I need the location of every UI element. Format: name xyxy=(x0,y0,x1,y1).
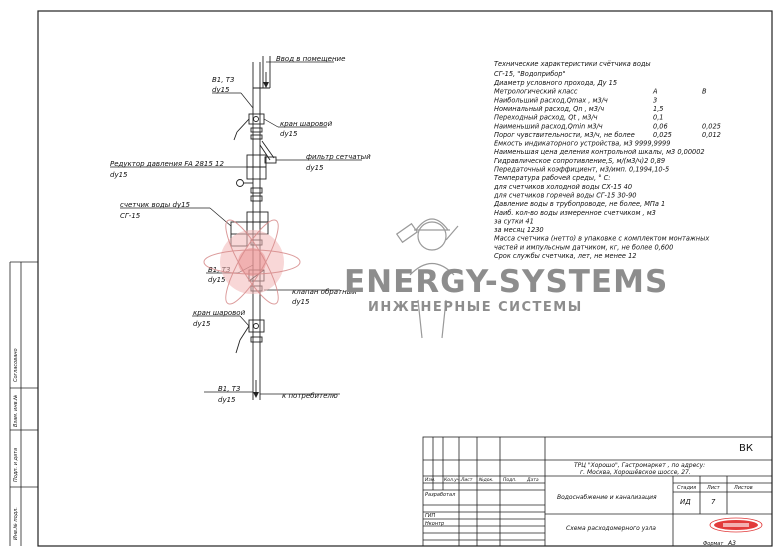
role-developer: Разработал xyxy=(425,492,456,498)
spec-line-b-6: 0,012 xyxy=(702,131,721,139)
spec-line-t-19: частей и импульсным датчиком, кг, не бол… xyxy=(494,243,673,251)
label-ball-valve-bot-1: кран шаровой xyxy=(193,309,246,317)
label-reducer-2: dy15 xyxy=(110,171,128,179)
spec-line-a-5: 0,06 xyxy=(653,122,668,130)
label-ball-valve-top-2: dy15 xyxy=(280,130,298,138)
label-ball-valve-bot-2: dy15 xyxy=(193,320,211,328)
spec-line-a-6: 0,025 xyxy=(653,131,672,139)
spec-line-t-13: для счетчиков горячей воды СГ-15 30-90 xyxy=(493,191,637,199)
specs-model: СГ-15, "Водоприбор" xyxy=(494,70,566,78)
spec-line-t-4: Переходный расход, Qt , м3/ч xyxy=(494,114,598,122)
section-title: Водоснабжение и канализация xyxy=(557,494,657,501)
label-pipe-bot-1: В1, Т3 xyxy=(218,385,240,393)
side-label-sign-date: Подп. и дата xyxy=(13,448,19,482)
spec-line-t-11: Температура рабочей среды, ° С: xyxy=(494,174,610,182)
spec-line-a-2: 3 xyxy=(653,96,657,104)
spec-line-t-3: Номинальный расход, Qn , м3/ч xyxy=(494,105,604,113)
spec-line-a-3: 1,5 xyxy=(653,105,664,113)
title-block-address-1: ТРЦ "Хорошо", Гастромаркет , по адресу: xyxy=(574,462,705,469)
spec-line-b-1: В xyxy=(702,88,707,96)
side-label-replace-inv: Взам. инв.№ xyxy=(13,395,19,427)
spec-line-a-1: А xyxy=(652,88,658,96)
spec-line-t-17: за месяц 1230 xyxy=(494,226,544,234)
label-consumer: к потребителю xyxy=(282,392,338,400)
side-label-inv-orig: Инв.№ подл. xyxy=(13,507,19,540)
pipeline-diagram xyxy=(230,56,277,400)
title-block-address-2: г. Москва, Хорошёвское шоссе, 27. xyxy=(580,469,691,476)
company-logo xyxy=(709,517,763,533)
header-col-list: Лист xyxy=(460,477,473,483)
watermark: ENERGY-SYSTEMS ИНЖЕНЕРНЫЕ СИСТЕМЫ xyxy=(203,218,668,339)
spec-line-t-16: за сутки 41 xyxy=(494,217,534,225)
spec-line-t-0: Диаметр условного прохода, Ду 15 xyxy=(493,79,617,87)
sheet-value: 7 xyxy=(711,498,716,506)
side-label-agreed: Согласовано xyxy=(13,348,19,382)
spec-line-t-8: Наименьшая цена деления контрольной шкал… xyxy=(494,148,705,156)
spec-line-t-15: Наиб. кол-во воды измеренное счетчиком ,… xyxy=(494,209,656,217)
header-col-date: Дата xyxy=(526,477,539,483)
label-filter-1: фильтр сетчатый xyxy=(306,153,371,161)
spec-line-t-18: Масса счетчика (нетто) в упаковке с комп… xyxy=(494,235,709,243)
spec-line-t-12: для счетчиков холодной воды СХ-15 40 xyxy=(493,183,632,191)
header-col-izm: Изм. xyxy=(425,477,436,483)
label-ball-valve-top-1: кран шаровой xyxy=(280,120,333,128)
label-pipe-top-2: dy15 xyxy=(212,86,230,94)
flow-arrow-top xyxy=(263,82,269,88)
flow-arrow-bottom xyxy=(253,392,259,398)
specs-title: Технические характеристики счётчика воды xyxy=(494,60,651,68)
label-meter-1: счетчик воды dy15 xyxy=(120,201,191,209)
spec-line-t-14: Давление воды в трубопроводе, не более, … xyxy=(493,200,665,208)
header-col-podp: Подп. xyxy=(503,477,517,483)
label-check-valve-2: dy15 xyxy=(292,298,310,306)
stage-value: ИД xyxy=(680,498,691,506)
title-block xyxy=(422,436,773,547)
spec-line-b-5: 0,025 xyxy=(702,122,721,130)
spec-line-a-4: 0,1 xyxy=(653,114,664,122)
role-nkontr: Нконтр xyxy=(425,521,444,527)
engineer-icon xyxy=(395,218,459,339)
label-pipe-bot-2: dy15 xyxy=(218,396,236,404)
title-block-code: ВК xyxy=(739,443,753,454)
sheets-label: Листов xyxy=(733,485,753,491)
spec-line-t-2: Наибольший расход,Qmax , м3/ч xyxy=(494,96,608,104)
sheet-label: Лист xyxy=(706,485,721,491)
outer-frame xyxy=(37,10,773,547)
label-pipe-top-1: В1, Т3 xyxy=(212,76,234,84)
side-stamp xyxy=(9,261,38,546)
sheet-title: Схема расходомерного узла xyxy=(566,525,656,532)
label-filter-2: dy15 xyxy=(306,164,324,172)
spec-line-t-20: Срок службы счетчика, лет, не менее 12 xyxy=(494,252,636,260)
watermark-brand: ENERGY-SYSTEMS xyxy=(344,264,668,300)
spec-line-t-6: Порог чувствительности, м3/ч, не более xyxy=(494,131,635,139)
spec-line-t-7: Емкость индикаторного устройства, м3 999… xyxy=(494,140,670,148)
label-inlet: Ввод в помещение xyxy=(276,55,345,63)
spec-line-t-9: Гидравлическое сопротивление,S, м/(м3/ч)… xyxy=(494,157,665,165)
format-value: А3 xyxy=(727,540,736,547)
meter-specs: Технические характеристики счётчика воды… xyxy=(493,60,721,260)
role-gip: ГИП xyxy=(425,513,436,519)
header-col-ndok: №док. xyxy=(478,477,494,483)
label-reducer-1: Редуктор давления FA 2815 12 xyxy=(110,160,224,168)
stage-label: Стадия xyxy=(677,485,696,491)
atom-icon xyxy=(203,219,301,305)
specs-lines: Диаметр условного прохода, Ду 15Метролог… xyxy=(493,79,721,260)
watermark-tagline: ИНЖЕНЕРНЫЕ СИСТЕМЫ xyxy=(368,300,583,315)
spec-line-t-10: Передаточный коэффициент, м3/имп. 0,1994… xyxy=(494,166,669,174)
label-pipe-mid-1: В1, Т3 xyxy=(208,266,230,274)
leader-lines xyxy=(110,61,362,395)
label-check-valve-1: клапан обратный xyxy=(292,288,357,296)
header-col-kolych: Кол.уч. xyxy=(444,477,461,483)
label-pipe-mid-2: dy15 xyxy=(208,276,226,284)
spec-line-t-5: Наименьший расход,Qmin м3/ч xyxy=(494,122,603,130)
spec-line-t-1: Метрологический класс xyxy=(494,88,578,96)
format-label: Формат xyxy=(703,541,724,547)
label-meter-2: СГ-15 xyxy=(120,212,141,220)
